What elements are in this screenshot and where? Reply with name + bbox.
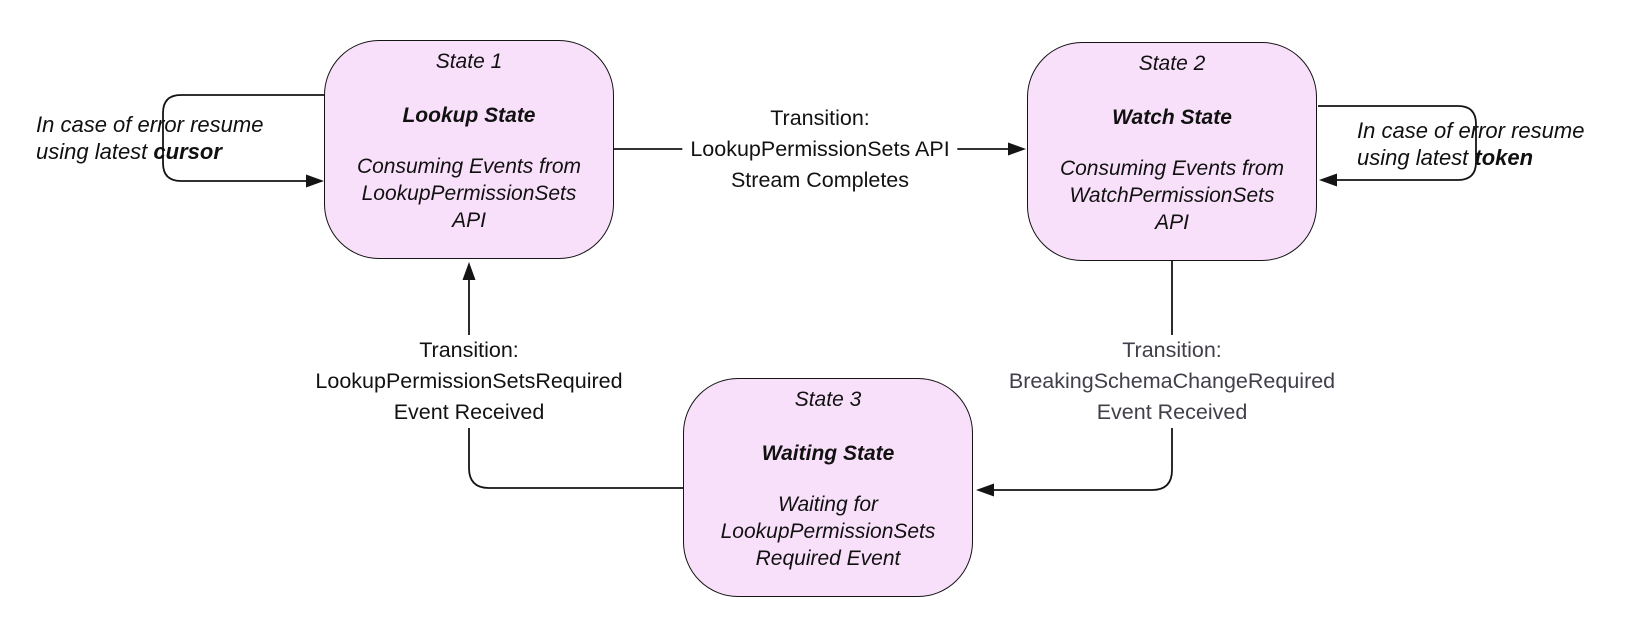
error-note-line: In case of error resume [1357,118,1585,143]
state-title: Lookup State [402,104,536,127]
state-node-watch: State 2 Watch State Consuming Events fro… [1027,42,1317,261]
state-node-waiting: State 3 Waiting State Waiting for Lookup… [683,378,973,597]
state-body-line: Waiting for [778,493,878,516]
error-loop-state2 [1318,105,1477,181]
state-body: Waiting for LookupPermissionSets Require… [684,491,972,572]
arrow-line-state2-to-state3 [994,259,1173,491]
state-body-line: API [452,209,486,232]
state-body-line: Consuming Events from [356,155,582,178]
state-body-line: LookupPermissionSets [361,182,577,205]
transition-line: Stream Completes [730,168,910,192]
state-body-line: WatchPermissionSets [1069,184,1275,207]
state-node-lookup: State 1 Lookup State Consuming Events fr… [324,40,614,259]
error-note-prefix: using latest [36,139,154,164]
error-note-line: using latest cursor [36,138,263,165]
state-body-line: LookupPermissionSets [720,520,936,543]
transition-line: Transition: [1122,338,1222,362]
error-note-token: In case of error resume using latest tok… [1357,117,1584,171]
arrowhead-state1-to-state2 [1008,142,1026,156]
state-body: Consuming Events from LookupPermissionSe… [325,153,613,234]
state-title: Waiting State [761,442,895,465]
transition-line: LookupPermissionSetsRequired [315,369,623,393]
state-body-line: Required Event [755,547,901,570]
transition-label-lookup-required-event: Transition: LookupPermissionSetsRequired… [307,335,631,428]
state-name: State 2 [1138,52,1206,75]
error-note-line: In case of error resume [36,112,264,137]
error-note-prefix: using latest [1357,145,1475,170]
arrowhead-state3-to-state1 [462,262,476,280]
state-name: State 3 [794,388,862,411]
transition-line: BreakingSchemaChangeRequired [1008,369,1336,393]
arrowhead-error-loop-state1 [306,174,324,188]
state-body-line: API [1155,211,1189,234]
transition-line: Transition: [770,106,870,130]
transition-line: Transition: [419,338,519,362]
arrowhead-error-loop-state2 [1319,173,1337,187]
error-loop-state1 [162,94,324,182]
state-body: Consuming Events from WatchPermissionSet… [1028,155,1316,236]
error-note-cursor: In case of error resume using latest cur… [36,111,263,165]
transition-line: Event Received [393,400,545,424]
state-name: State 1 [435,50,503,73]
transition-line: Event Received [1096,400,1248,424]
state-body-line: Consuming Events from [1059,157,1285,180]
error-note-keyword: token [1474,145,1534,170]
transition-label-lookup-stream-completes: Transition: LookupPermissionSets API Str… [682,103,958,196]
arrowhead-state2-to-state3 [976,483,994,497]
arrow-line-state3-to-state1 [468,279,683,489]
error-note-keyword: cursor [153,139,222,164]
transition-label-breaking-schema-change: Transition: BreakingSchemaChangeRequired… [1000,335,1344,428]
transition-line: LookupPermissionSets API [690,137,950,161]
state-title: Watch State [1112,106,1232,129]
error-note-line: using latest token [1357,144,1584,171]
